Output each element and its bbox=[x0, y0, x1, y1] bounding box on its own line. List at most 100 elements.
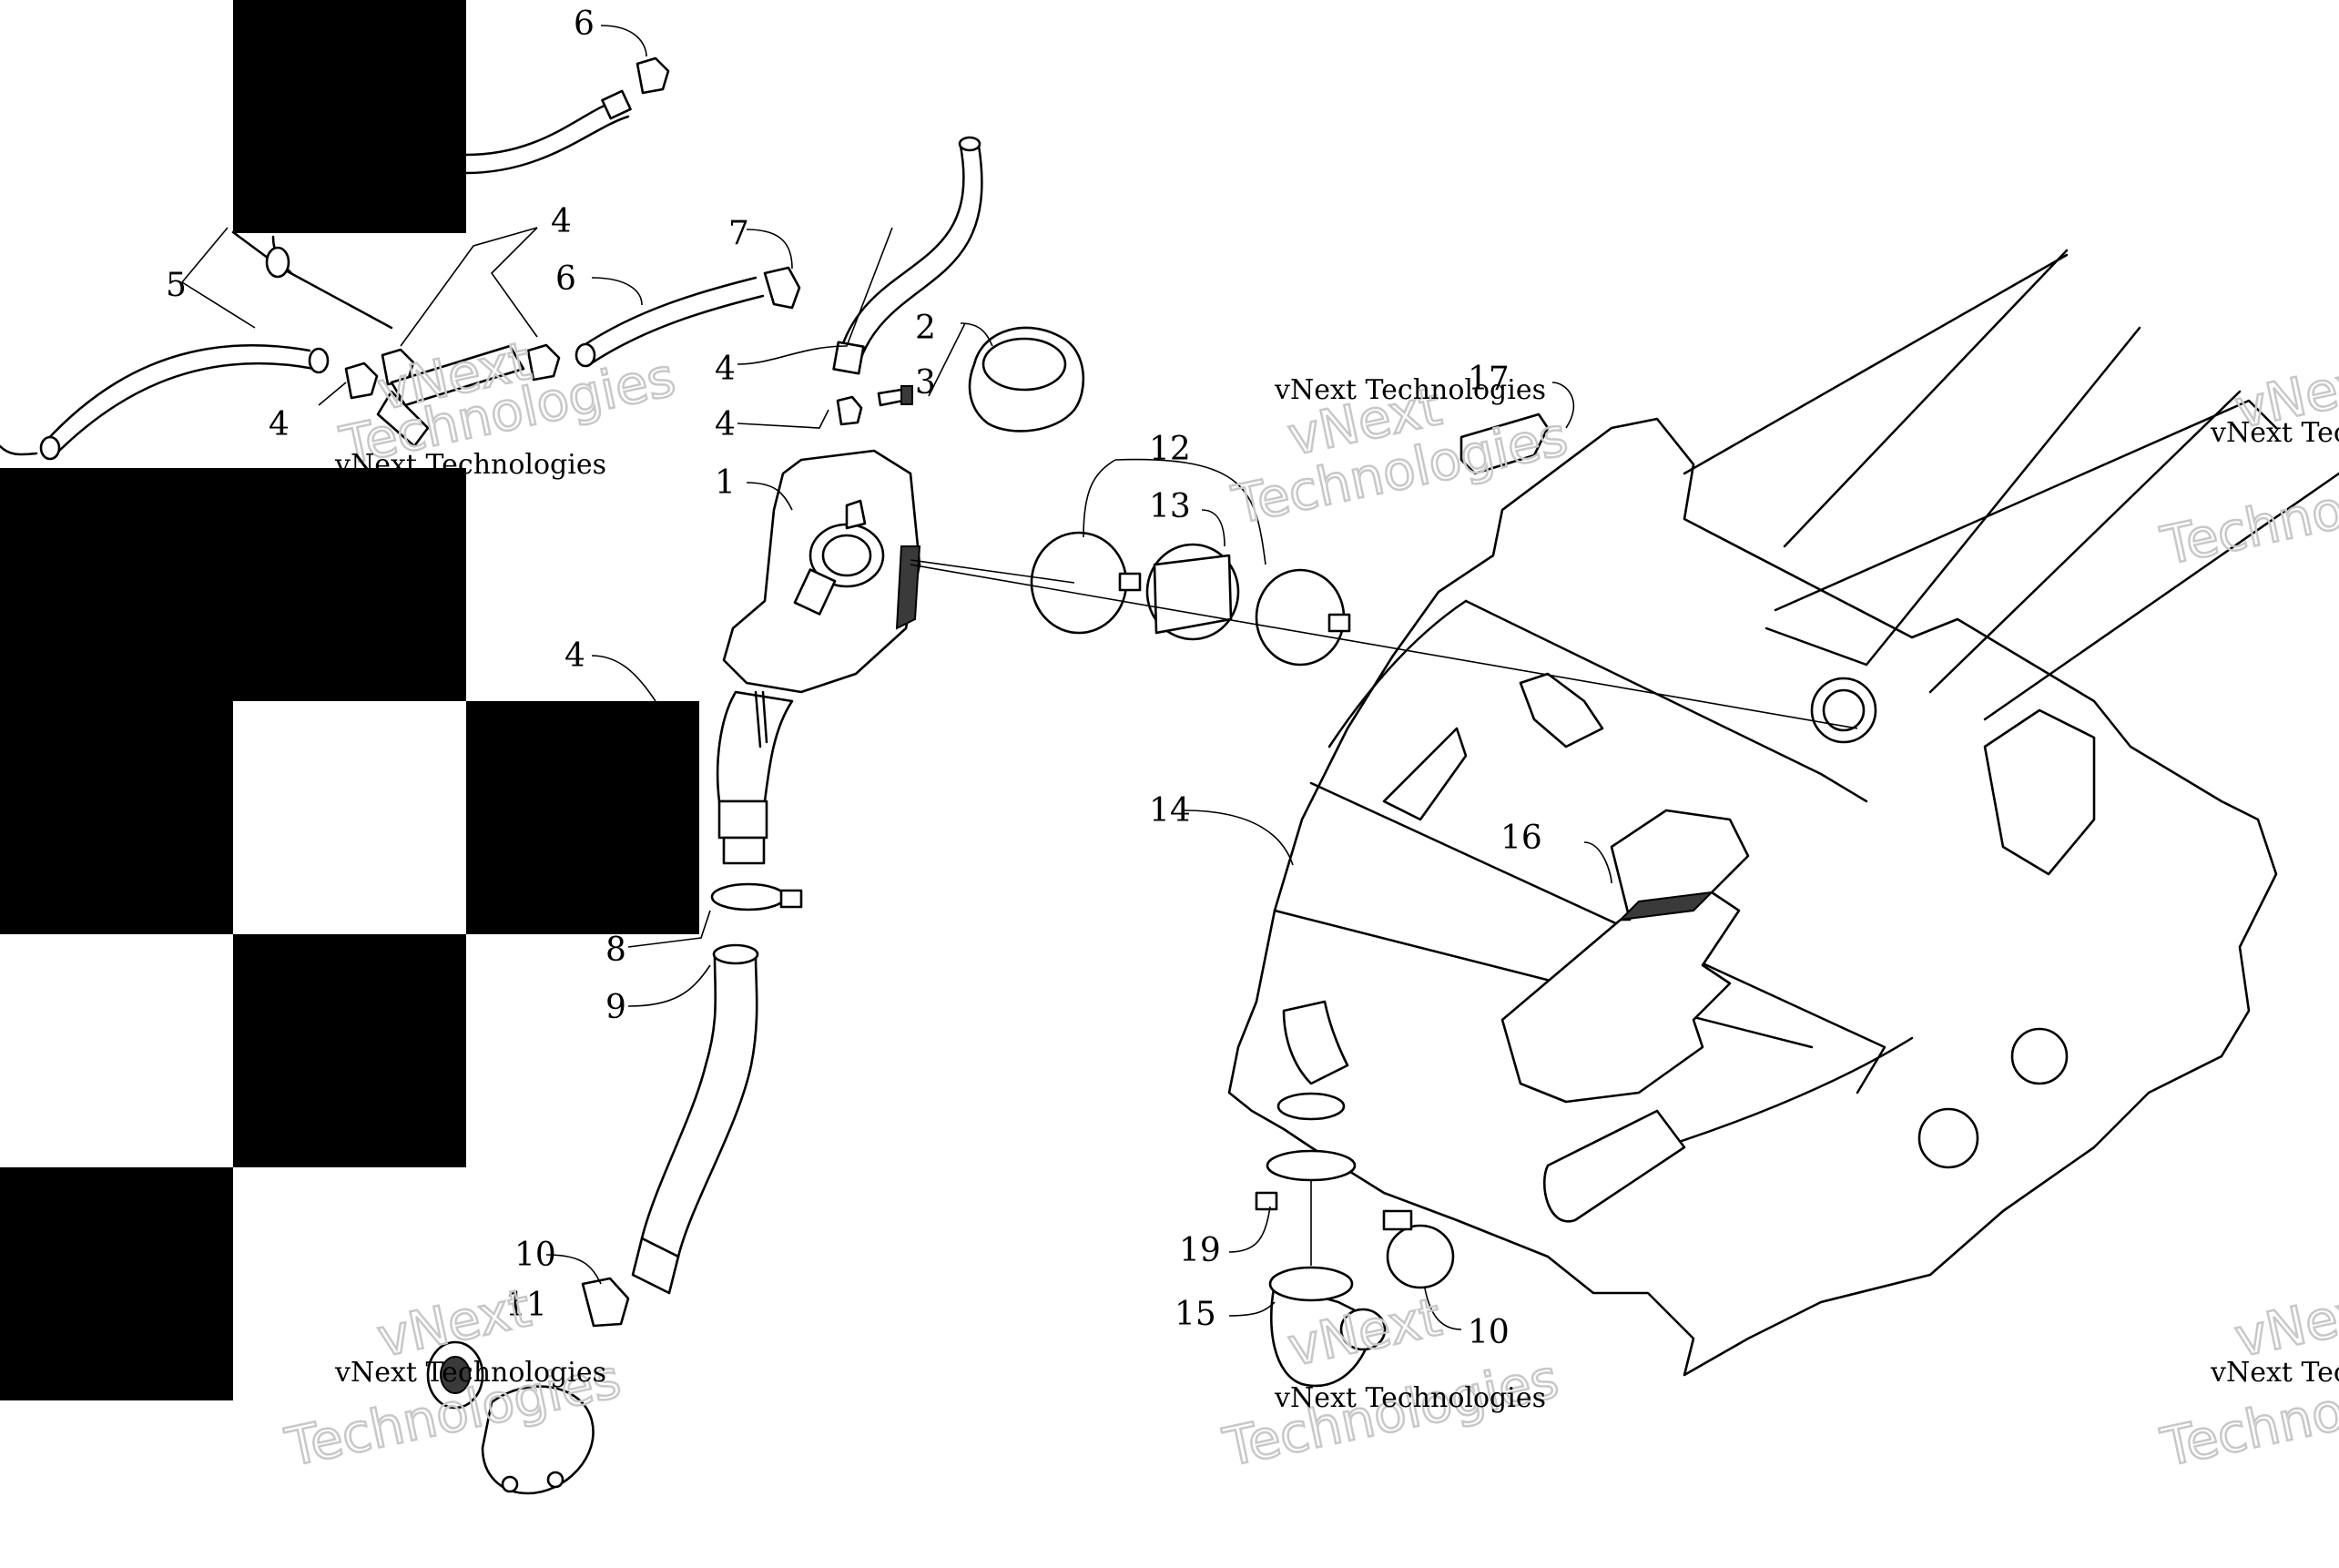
pan-line bbox=[1273, 909, 1814, 1049]
callout-19: 19 bbox=[1179, 1232, 1221, 1269]
callout-16: 16 bbox=[1500, 820, 1542, 857]
hose-clamp-4 bbox=[344, 361, 379, 400]
pan-hole bbox=[2010, 1027, 2069, 1085]
lower-fuel-hose-assembly bbox=[581, 882, 803, 1328]
hose-opening bbox=[265, 246, 290, 279]
callout-2: 2 bbox=[915, 310, 936, 347]
watermark-text: vNext Technologies bbox=[1274, 1382, 1546, 1414]
leader-lines bbox=[181, 25, 1858, 1330]
belly-pan-outline bbox=[1227, 417, 2278, 1377]
duct-15-top bbox=[1268, 1266, 1354, 1302]
redaction-block bbox=[0, 1167, 233, 1400]
hose-clamp-10-left bbox=[581, 1277, 630, 1328]
pump-bolt bbox=[501, 1475, 519, 1493]
hose-9-end bbox=[631, 1237, 680, 1295]
hose-clamp-4 bbox=[381, 348, 415, 386]
hose-clamp-7 bbox=[763, 266, 801, 310]
hose-end-left bbox=[0, 444, 38, 456]
rear-bracket bbox=[1983, 708, 2096, 876]
chassis-tab bbox=[1519, 672, 1604, 748]
callout-15: 15 bbox=[1175, 1296, 1216, 1333]
vent-hose-left-edge bbox=[53, 361, 316, 457]
hose-clamp-4-tank bbox=[836, 395, 863, 426]
hose-divider-line bbox=[231, 230, 393, 330]
rail-line bbox=[1783, 249, 2069, 548]
vent-hose-6 bbox=[581, 276, 758, 348]
rail-line bbox=[1764, 626, 1868, 667]
pan-duct-collar bbox=[1276, 1092, 1346, 1121]
vent-hose-5-edge bbox=[859, 144, 983, 361]
hose-end-5 bbox=[832, 341, 865, 375]
callout-4-top: 4 bbox=[551, 203, 572, 240]
rail-line bbox=[1683, 253, 2069, 475]
intake-duct-inner bbox=[1822, 688, 1866, 732]
watermark-text: vNext Technologies bbox=[334, 1357, 606, 1389]
fuel-hose-9 bbox=[640, 954, 758, 1258]
callout-labels: 6 4 5 6 7 4 4 4 2 3 1 4 8 9 10 11 12 13 … bbox=[166, 5, 1542, 1351]
callout-13: 13 bbox=[1149, 488, 1191, 525]
filler-neck-inner bbox=[821, 534, 872, 577]
watermark-line2-partial: Techno bbox=[2156, 478, 2339, 577]
vent-hose-6-edge bbox=[588, 294, 765, 366]
callout-17: 17 bbox=[1468, 361, 1510, 398]
duct-15-outlet bbox=[1339, 1308, 1387, 1351]
pan-edge bbox=[1327, 599, 1468, 748]
hose-clamp-8 bbox=[710, 882, 787, 911]
hose-opening bbox=[958, 136, 981, 152]
intake-coupling bbox=[1030, 531, 1351, 667]
tank-outlet-end bbox=[722, 836, 766, 865]
hose-opening bbox=[575, 342, 596, 368]
rail-line bbox=[1774, 399, 2278, 612]
front-bracket bbox=[1382, 727, 1468, 821]
callout-3: 3 bbox=[915, 364, 936, 402]
callout-10-left: 10 bbox=[514, 1237, 556, 1274]
pan-duct bbox=[1282, 1000, 1349, 1085]
fuel-pump bbox=[426, 1340, 595, 1495]
hose-end bbox=[601, 89, 632, 120]
clamp-screw bbox=[1327, 613, 1351, 633]
watermark-text: vNext Technologies bbox=[334, 449, 606, 481]
clamp-10-screw bbox=[1382, 1209, 1413, 1231]
pump-center bbox=[440, 1356, 471, 1394]
decal-16 bbox=[1500, 809, 1750, 1104]
bracket-17 bbox=[1459, 412, 1550, 475]
tank-detail bbox=[754, 690, 762, 748]
redaction-block bbox=[0, 468, 466, 701]
callout-8: 8 bbox=[605, 932, 626, 969]
tank-shadow bbox=[895, 545, 921, 630]
clamp-19-screw bbox=[1255, 1191, 1278, 1211]
hose-clamp-12-left bbox=[1030, 531, 1128, 635]
screw-shank bbox=[877, 388, 905, 407]
heat-exchanger-vent bbox=[1542, 1109, 1686, 1223]
callout-1: 1 bbox=[715, 464, 736, 502]
hose-clamp-4 bbox=[526, 343, 561, 382]
callout-7-mid: 7 bbox=[728, 215, 749, 252]
callout-14: 14 bbox=[1149, 792, 1191, 830]
tank-outlet-hose bbox=[716, 690, 794, 803]
hose-opening bbox=[308, 347, 330, 374]
rail-line bbox=[1865, 326, 2141, 667]
redaction-block bbox=[0, 701, 233, 934]
tee-fitting bbox=[390, 344, 525, 407]
clamp-8-screw bbox=[779, 889, 803, 909]
callout-7-top: 6 bbox=[574, 5, 595, 43]
callout-6-left: 5 bbox=[166, 267, 187, 304]
pan-hole bbox=[1917, 1107, 1979, 1169]
fuel-cap-top bbox=[981, 337, 1067, 392]
watermark-text: vNext Technologies bbox=[1274, 374, 1546, 406]
screw-3 bbox=[877, 385, 913, 407]
vent-hose-top bbox=[464, 98, 621, 157]
callout-11: 11 bbox=[505, 1287, 547, 1324]
redaction-blocks bbox=[0, 0, 699, 1400]
fuel-tank-assembly bbox=[716, 449, 921, 865]
screw-head bbox=[900, 385, 913, 405]
rail-line bbox=[1928, 390, 2242, 694]
vent-hose-5 bbox=[840, 144, 965, 348]
callout-5: 4 bbox=[715, 351, 736, 388]
tank-outlet-collar bbox=[717, 799, 768, 840]
vent-hose-assembly bbox=[0, 56, 983, 461]
watermark-line1: vNext bbox=[2230, 1277, 2339, 1369]
tank-nipple bbox=[845, 499, 867, 530]
watermark-text-partial: vNext Tec bbox=[2210, 417, 2339, 449]
